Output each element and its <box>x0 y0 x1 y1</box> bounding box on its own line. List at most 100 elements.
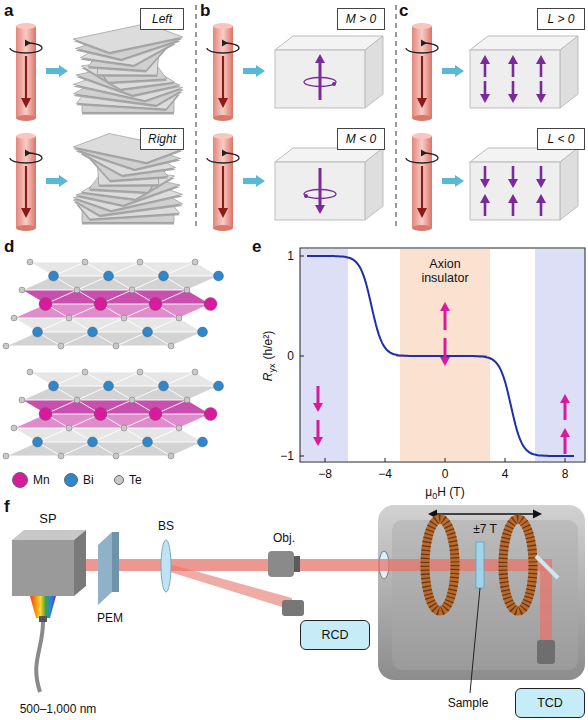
atom <box>104 381 114 391</box>
atom <box>49 271 59 281</box>
setup-optics <box>282 600 304 616</box>
spin-arrow <box>540 62 543 77</box>
atom <box>66 315 72 321</box>
legend-item: Bi <box>64 473 94 487</box>
panel-letter: f <box>4 498 10 515</box>
magnet-slab <box>470 148 578 220</box>
atom <box>11 315 17 321</box>
detector-box: RCD <box>300 620 370 650</box>
atom <box>168 453 174 459</box>
atom <box>214 381 224 391</box>
atom <box>58 343 64 349</box>
spin-arrow <box>480 94 490 103</box>
setup-optics <box>540 565 552 640</box>
bond-line <box>14 318 179 319</box>
atom <box>149 298 162 311</box>
label-box: L > 0 <box>537 8 585 30</box>
setup-optics <box>470 588 480 693</box>
atom <box>33 327 43 337</box>
panel-separator <box>396 5 397 230</box>
bond-line <box>30 262 195 263</box>
component-label: SP <box>39 512 56 525</box>
node-text: RCD <box>321 628 348 642</box>
setup-optics <box>268 551 294 577</box>
spin-arrow <box>540 81 543 96</box>
setup-optics <box>432 513 538 515</box>
panel-letter: c <box>399 2 408 19</box>
atom <box>198 327 208 337</box>
atom <box>121 425 127 431</box>
atom <box>39 298 52 311</box>
atom <box>113 343 119 349</box>
atom <box>74 287 80 293</box>
crystal-structure <box>3 259 224 459</box>
atom <box>129 287 135 293</box>
atom <box>204 408 217 421</box>
magnetization-arrow <box>319 168 322 207</box>
panel-letter: d <box>4 238 14 255</box>
legend-swatch <box>114 475 124 485</box>
tick-label: 0 <box>287 350 294 362</box>
atom <box>88 437 98 447</box>
setup-optics <box>378 505 585 680</box>
magnetization-arrow <box>315 54 325 63</box>
spin-arrow <box>536 194 546 203</box>
wavelength-label: 500–1,000 nm <box>20 703 97 715</box>
cyan-arrow <box>46 65 68 77</box>
moment-arrow <box>444 309 447 330</box>
orbit-ellipse <box>304 194 308 198</box>
atom <box>94 298 107 311</box>
setup-optics <box>74 530 86 596</box>
node-text: Left <box>152 12 172 26</box>
axis-title: μ0H (T) <box>425 486 464 498</box>
setup-optics <box>112 532 119 592</box>
field-label: ±7 T <box>473 523 497 535</box>
atom <box>27 259 33 265</box>
atom <box>11 425 17 431</box>
octahedra-layer <box>30 262 219 276</box>
spin-arrow <box>484 81 487 96</box>
atom <box>129 397 135 403</box>
legend-text: Mn <box>33 473 50 487</box>
moment-arrow <box>564 435 567 454</box>
node-text: L > 0 <box>548 12 575 26</box>
axis-title-part: H (T) <box>437 486 464 498</box>
spin-arrow <box>480 55 490 64</box>
spin-arrow <box>480 194 490 203</box>
cyan-arrow <box>442 175 464 187</box>
bond-line <box>54 386 219 387</box>
label-box: Left <box>140 8 184 30</box>
panel-separator <box>196 5 197 230</box>
spin-arrow <box>484 62 487 77</box>
moment-arrow <box>313 437 323 446</box>
atom <box>82 369 88 375</box>
atom <box>184 397 190 403</box>
magnet-slab <box>275 36 383 108</box>
setup-optics <box>294 556 300 572</box>
atom <box>137 259 143 265</box>
atom <box>88 327 98 337</box>
moment-arrow <box>564 401 567 420</box>
spin-arrow <box>484 201 487 216</box>
sample-label: Sample <box>448 697 489 709</box>
tick-label: 8 <box>562 468 569 480</box>
bond-line <box>38 442 203 443</box>
spin-arrow <box>512 81 515 96</box>
bond-line <box>30 372 195 373</box>
spin-arrow <box>480 179 490 188</box>
tick-label: 1 <box>287 250 294 262</box>
legend-item: Te <box>114 473 142 487</box>
component-label: Obj. <box>273 532 295 544</box>
cyan-arrow <box>442 65 464 77</box>
axis-title-part: 0 <box>432 492 437 501</box>
bond-line <box>54 276 219 277</box>
setup-optics <box>425 519 455 611</box>
node-text: TCD <box>537 696 563 710</box>
panel-letter: b <box>200 2 210 19</box>
octahedra-layer <box>30 372 219 386</box>
setup-optics <box>425 519 455 611</box>
plot-band <box>535 249 585 461</box>
component-label: BS <box>158 520 174 532</box>
spin-arrow <box>508 94 518 103</box>
